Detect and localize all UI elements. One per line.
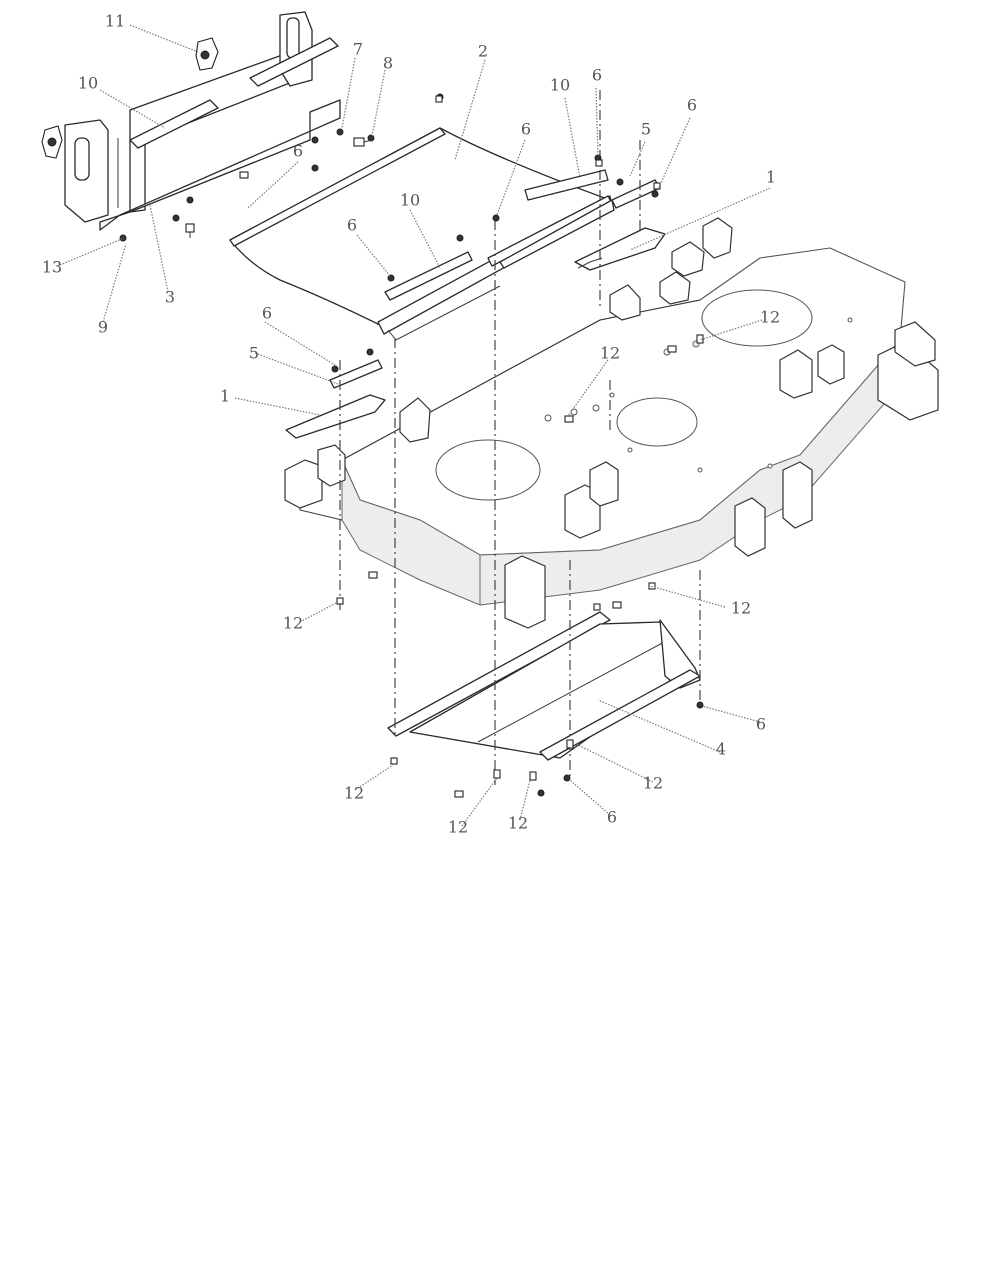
callout-12: 12 [760, 308, 780, 327]
callout-4: 4 [716, 740, 726, 759]
part-1-guide-left [285, 394, 386, 439]
callout-1: 1 [220, 387, 230, 406]
part-10-plate-center [384, 251, 473, 301]
callout-1: 1 [766, 168, 776, 187]
callout-2: 2 [478, 42, 488, 61]
callout-11: 11 [105, 12, 125, 31]
part-10-plate-upper [129, 37, 339, 149]
mower-deck [284, 217, 939, 629]
callout-6: 6 [521, 120, 531, 139]
callout-7: 7 [353, 40, 363, 59]
callout-3: 3 [165, 288, 175, 307]
spindle-opening-left [435, 439, 541, 501]
callout-12: 12 [731, 599, 751, 618]
callout-5: 5 [249, 344, 259, 363]
callout-12: 12 [643, 774, 663, 793]
part-11-clamp [41, 37, 219, 159]
callout-10: 10 [78, 74, 98, 93]
callout-labels: 11 10 7 8 2 10 6 6 5 6 1 6 10 6 13 3 9 1… [42, 12, 780, 837]
spindle-opening-center [616, 397, 698, 447]
callout-6: 6 [687, 96, 697, 115]
part-5-spacer-left [329, 359, 383, 389]
part-10-plate-right [487, 169, 615, 269]
callout-6: 6 [756, 715, 766, 734]
callout-10: 10 [550, 76, 570, 95]
callout-10: 10 [400, 191, 420, 210]
callout-12: 12 [283, 614, 303, 633]
callout-12: 12 [508, 814, 528, 833]
callout-5: 5 [641, 120, 651, 139]
part-3-mount-bracket [64, 11, 341, 231]
callout-13: 13 [42, 258, 62, 277]
callout-6: 6 [262, 304, 272, 323]
spindle-opening-right [701, 289, 813, 347]
callout-6: 6 [293, 142, 303, 161]
callout-6: 6 [347, 216, 357, 235]
callout-12: 12 [600, 344, 620, 363]
part-4-lower-shield [387, 611, 701, 761]
callout-12: 12 [344, 784, 364, 803]
part-1-guide-right [574, 227, 666, 271]
leader-lines [59, 24, 771, 827]
callout-6: 6 [592, 66, 602, 85]
callout-12: 12 [448, 818, 468, 837]
callout-9: 9 [98, 318, 108, 337]
callout-6: 6 [607, 808, 617, 827]
callout-8: 8 [383, 54, 393, 73]
deck-mount-brackets [284, 217, 939, 629]
deck-bolt-holes [544, 317, 853, 473]
